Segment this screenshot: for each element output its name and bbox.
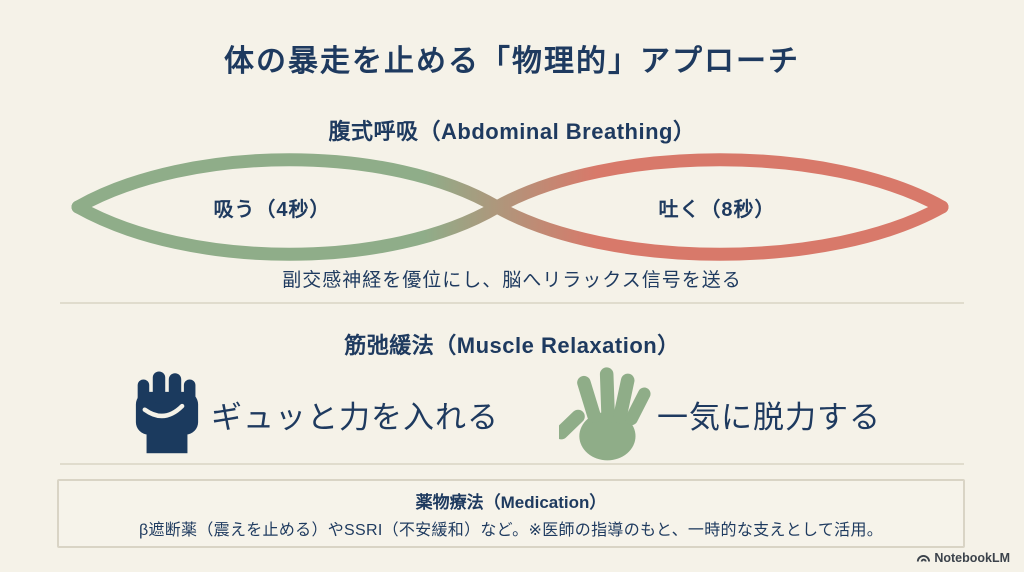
raised-fist-icon [135, 371, 199, 454]
loop-stroke-bottom [71, 153, 949, 261]
breathing-infinity-loop [71, 153, 949, 261]
medication-description: β遮断薬（震えを止める）やSSRI（不安緩和）など。※医師の指導のもと、一時的な… [138, 521, 884, 539]
section-divider [60, 302, 964, 304]
open-hand-icon [559, 367, 651, 461]
breathing-section-heading: 腹式呼吸（Abdominal Breathing） [328, 119, 696, 144]
inhale-label: 吸う（4秒） [213, 199, 331, 221]
breathing-caption: 副交感神経を優位にし、脳へリラックス信号を送る [282, 270, 742, 291]
exhale-label: 吐く（8秒） [658, 199, 776, 221]
relax-action-label: 一気に脱力する [657, 400, 881, 435]
page-title: 体の暴走を止める「物理的」アプローチ [224, 45, 800, 78]
notebooklm-label: NotebookLM [934, 551, 1010, 565]
section-divider [60, 463, 964, 465]
tense-action-label: ギュッと力を入れる [211, 400, 499, 435]
muscle-section-heading: 筋弛緩法（Muscle Relaxation） [344, 333, 680, 358]
notebooklm-logo-icon [917, 554, 931, 562]
notebooklm-badge: NotebookLM [916, 551, 1010, 565]
medication-heading: 薬物療法（Medication） [415, 492, 607, 512]
medication-box: 薬物療法（Medication） β遮断薬（震えを止める）やSSRI（不安緩和）… [57, 479, 965, 548]
